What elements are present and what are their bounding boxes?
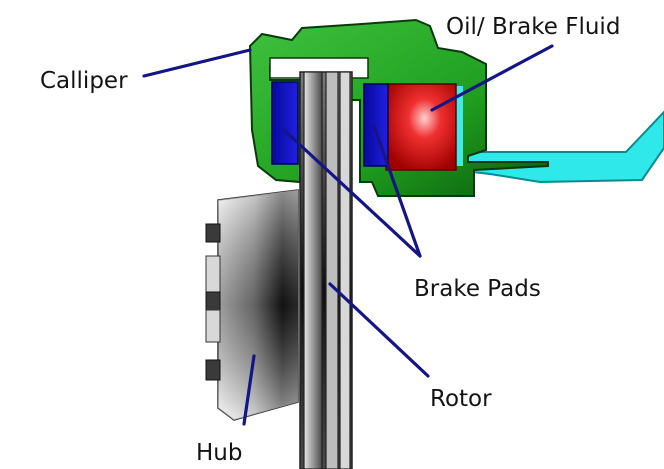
leader-calliper	[142, 48, 252, 78]
leader-lines	[142, 44, 554, 426]
piston	[385, 83, 457, 171]
hub-bolt-upper	[205, 223, 221, 243]
label-brake-pads: Brake Pads	[414, 276, 541, 302]
hub-bolt-mid-lower	[205, 309, 221, 343]
label-hub: Hub	[196, 440, 242, 466]
label-fluid: Oil/ Brake Fluid	[446, 14, 620, 40]
rotor	[299, 71, 353, 469]
fluid-chamber	[454, 86, 463, 166]
leader-hub	[242, 354, 256, 426]
hub-bolt-mid	[205, 291, 221, 311]
leader-rotor	[328, 282, 430, 378]
hub	[205, 189, 299, 421]
hub-bolt-lower	[205, 359, 221, 381]
label-calliper: Calliper	[40, 68, 128, 94]
brake-pad-inner	[271, 81, 299, 165]
leader-fluid	[430, 44, 554, 112]
leader-pad-outer	[372, 124, 422, 258]
label-rotor: Rotor	[430, 386, 492, 412]
leader-pad-inner	[282, 128, 422, 258]
hub-bolt-mid-upper	[205, 255, 221, 293]
